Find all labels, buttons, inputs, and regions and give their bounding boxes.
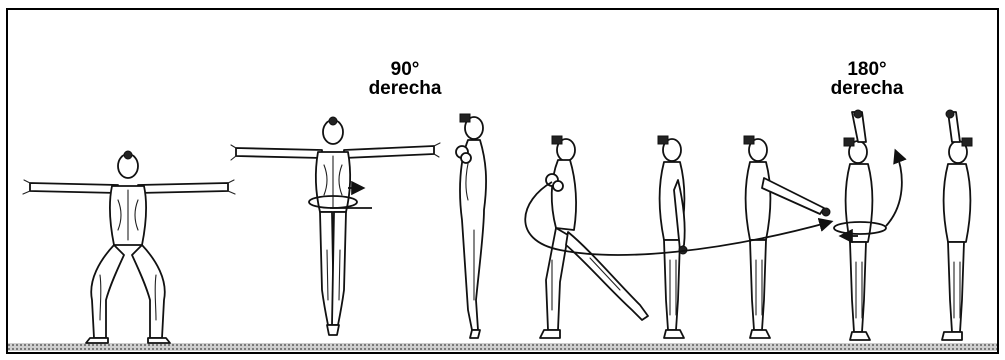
figure-3-releve-side-view	[456, 114, 486, 338]
turn-label-180-right: 180° derecha	[812, 60, 922, 98]
figure-4-lunge-leg-back	[540, 136, 648, 338]
figure-1-plie-back-view	[23, 151, 235, 343]
figure-6-stand-arm-forward	[744, 136, 830, 338]
floor-strip	[8, 343, 997, 351]
turn-label-180-direction: derecha	[812, 79, 922, 98]
figure-2-releve-back-view	[231, 117, 440, 335]
figure-7-arms-overhead-turn	[834, 110, 902, 340]
turn-label-90-right: 90° derecha	[355, 60, 455, 98]
turn-label-90-degrees: 90°	[355, 60, 455, 79]
figure-8-arms-overhead-final	[942, 110, 972, 340]
figure-5-stand-arms-down	[658, 136, 687, 338]
turn-label-180-degrees: 180°	[812, 60, 922, 79]
turn-label-90-direction: derecha	[355, 79, 455, 98]
